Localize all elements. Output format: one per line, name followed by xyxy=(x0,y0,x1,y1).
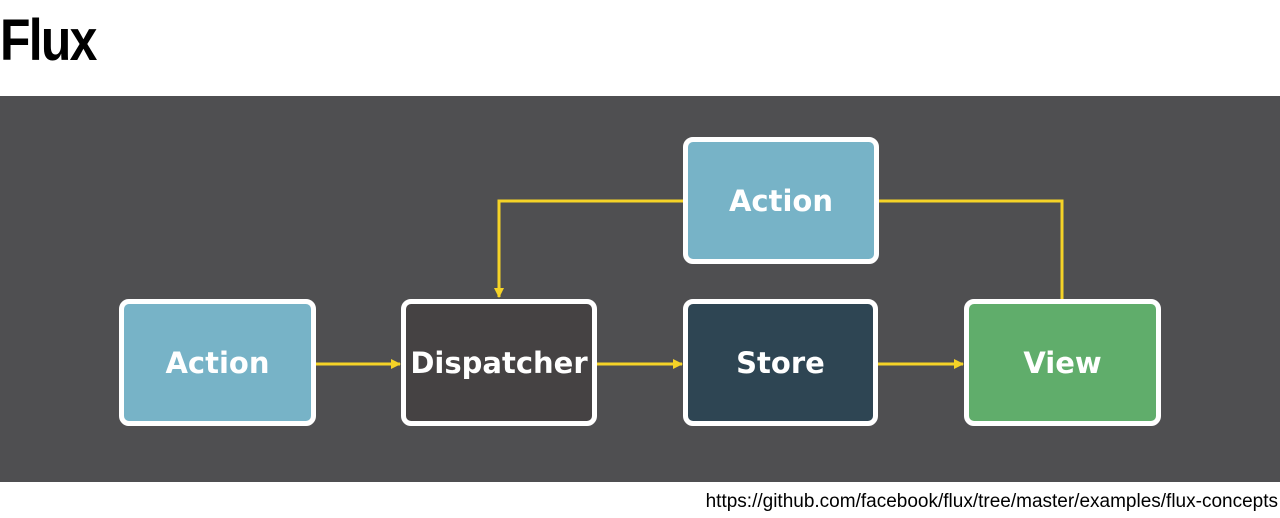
feedback-action-node-label: Action xyxy=(728,183,833,218)
view-node: View xyxy=(964,299,1161,426)
action-node-label: Action xyxy=(165,345,270,380)
dispatcher-node: Dispatcher xyxy=(401,299,597,426)
edge-action-to-dispatcher-feedback xyxy=(494,199,684,298)
feedback-action-node: Action xyxy=(683,137,879,264)
source-link[interactable]: https://github.com/facebook/flux/tree/ma… xyxy=(705,491,1278,512)
page-title: Flux xyxy=(0,8,97,73)
edge-view-to-action xyxy=(878,199,1064,299)
dispatcher-node-label: Dispatcher xyxy=(410,345,588,380)
store-node-label: Store xyxy=(736,345,825,380)
connector-layer xyxy=(316,199,1064,369)
action-node: Action xyxy=(119,299,316,426)
view-node-label: View xyxy=(1023,345,1102,380)
store-node: Store xyxy=(683,299,878,426)
flux-diagram: Action Dispatcher Store View Action xyxy=(0,96,1280,482)
